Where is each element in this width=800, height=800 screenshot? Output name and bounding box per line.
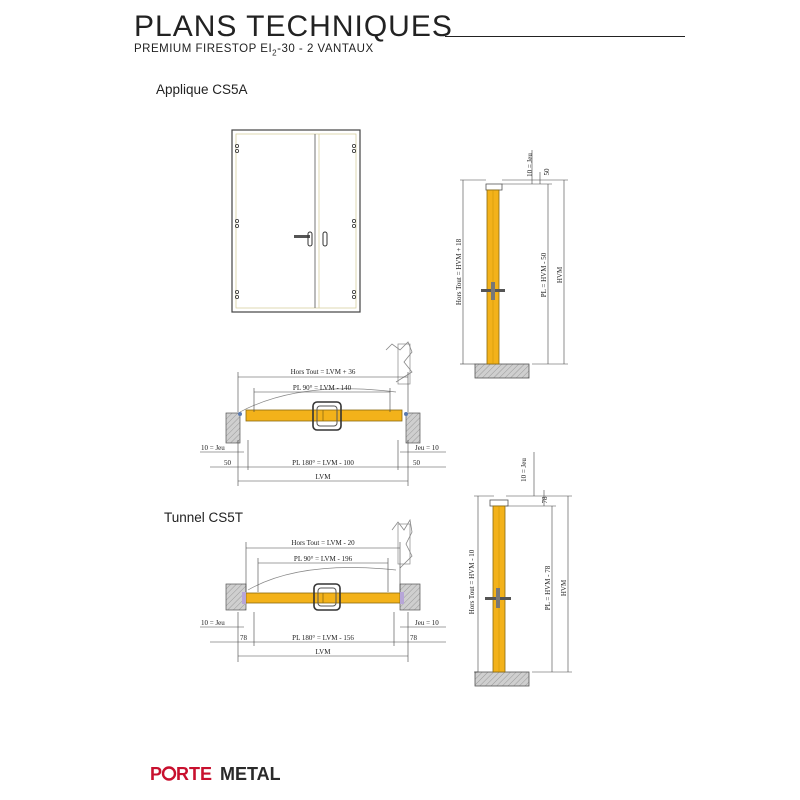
section-title-applique: Applique CS5A xyxy=(156,82,248,97)
vertical-section-applique: 10 = Jeu 50 Hors Tout = HVM + 18 PL = HV… xyxy=(455,150,568,379)
subtitle-part-2: -30 - 2 VANTAUX xyxy=(277,43,374,55)
plan-t-hors-tout: Hors Tout = LVM - 20 xyxy=(291,539,355,547)
section-t-dim-top: 78 xyxy=(541,496,549,504)
subtitle-part-1: PREMIUM FIRESTOP EI xyxy=(134,43,273,55)
plan-t-jeu-right: Jeu = 10 xyxy=(415,619,439,627)
plan-view-applique: Hors Tout = LVM + 36 PL 90° = LVM - 140 … xyxy=(200,341,446,486)
plan-a-jeu-right: Jeu = 10 xyxy=(415,444,439,452)
plan-t-dim-right: 78 xyxy=(410,634,418,642)
section-t-jeu: 10 = Jeu xyxy=(520,458,528,482)
plan-a-pl180: PL 180° = LVM - 100 xyxy=(292,459,354,467)
section-a-jeu: 10 = Jeu xyxy=(526,153,534,177)
logo-letters-rte: RTE xyxy=(176,764,212,784)
door-elevation xyxy=(231,129,361,313)
porte-metal-logo: P RTE METAL xyxy=(150,764,280,784)
logo-metal: METAL xyxy=(220,764,280,784)
plan-a-dim-left: 50 xyxy=(224,459,232,467)
plan-a-jeu-left: 10 = Jeu xyxy=(201,444,225,452)
section-t-hvm: HVM xyxy=(560,579,568,596)
door-handle-icon xyxy=(294,231,328,247)
plan-t-pl180: PL 180° = LVM - 156 xyxy=(292,634,354,642)
title-rule xyxy=(445,36,685,37)
plan-t-lvm: LVM xyxy=(316,648,332,656)
logo-letter-p: P xyxy=(150,764,162,784)
plan-a-dim-right: 50 xyxy=(413,459,421,467)
plan-a-hors-tout: Hors Tout = LVM + 36 xyxy=(291,368,356,376)
plan-view-tunnel: Hors Tout = LVM - 20 PL 90° = LVM - 196 … xyxy=(200,518,446,662)
section-a-hvm: HVM xyxy=(556,266,564,283)
section-title-tunnel: Tunnel CS5T xyxy=(164,510,244,525)
plan-t-jeu-left: 10 = Jeu xyxy=(201,619,225,627)
page-title: PLANS TECHNIQUES xyxy=(134,10,453,43)
plan-a-pl90: PL 90° = LVM - 140 xyxy=(293,384,352,392)
plan-t-dim-left: 78 xyxy=(240,634,248,642)
subtitle-subscript: 2 xyxy=(272,48,278,58)
plan-t-pl90: PL 90° = LVM - 196 xyxy=(294,555,353,563)
plan-a-lvm: LVM xyxy=(316,473,332,481)
page-subtitle: PREMIUM FIRESTOP EI2-30 - 2 VANTAUX xyxy=(134,43,374,57)
logo-o-ring xyxy=(161,766,177,781)
section-a-hors-tout: Hors Tout = HVM + 18 xyxy=(455,238,463,305)
section-a-dim-top: 50 xyxy=(543,168,551,176)
section-t-pl: PL = HVM - 78 xyxy=(544,565,552,610)
section-a-pl: PL = HVM - 50 xyxy=(540,252,548,297)
vertical-section-tunnel: 10 = Jeu 78 Hors Tout = HVM - 10 PL = HV… xyxy=(468,452,572,687)
section-t-hors-tout: Hors Tout = HVM - 10 xyxy=(468,549,476,614)
